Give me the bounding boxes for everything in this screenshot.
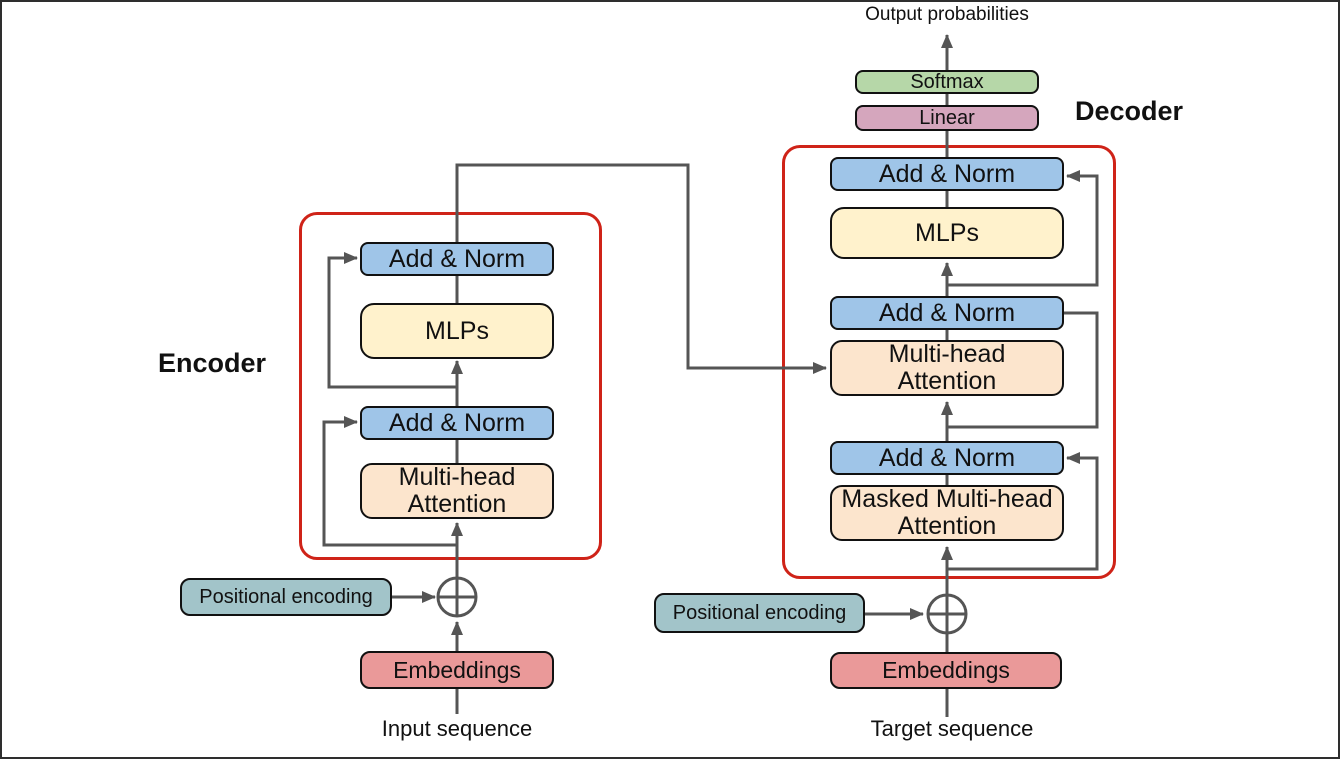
encoder-to-decoder-arrow — [455, 163, 827, 374]
decoder-multi-head-attention-block: Multi-head Attention — [830, 340, 1064, 396]
encoder-residual-bottom-arrow — [322, 416, 457, 547]
encoder-flow-connectors — [322, 163, 827, 714]
encoder-multi-head-attention-block: Multi-head Attention — [360, 463, 554, 519]
softmax-block: Softmax — [855, 70, 1039, 94]
encoder-positional-encoding-block: Positional encoding — [180, 578, 392, 616]
encoder-mlps-block: MLPs — [360, 303, 554, 359]
encoder-residual-top-arrow — [327, 252, 457, 389]
decoder-add-norm-top-block: Add & Norm — [830, 157, 1064, 191]
encoder-add-norm-bottom-block: Add & Norm — [360, 406, 554, 440]
encoder-add-norm-top-block: Add & Norm — [360, 242, 554, 276]
decoder-residual-top-arrow — [947, 170, 1099, 287]
decoder-embeddings-block: Embeddings — [830, 652, 1062, 689]
decoder-residual-middle-line — [947, 311, 1099, 429]
encoder-group-outline — [299, 212, 602, 560]
output-probabilities-label: Output probabilities — [865, 4, 1029, 25]
decoder-masked-multi-head-attention-block: Masked Multi-head Attention — [830, 485, 1064, 541]
encoder-title: Encoder — [157, 348, 267, 378]
decoder-add-norm-middle-block: Add & Norm — [830, 296, 1064, 330]
encoder-plus-circle-icon — [436, 576, 478, 618]
decoder-title: Decoder — [1074, 96, 1184, 126]
encoder-embeddings-block: Embeddings — [360, 651, 554, 689]
encoder-input-sequence-label: Input sequence — [381, 716, 533, 741]
decoder-mlps-block: MLPs — [830, 207, 1064, 259]
decoder-add-norm-bottom-block: Add & Norm — [830, 441, 1064, 475]
linear-block: Linear — [855, 105, 1039, 131]
decoder-residual-bottom-arrow — [947, 452, 1099, 571]
decoder-positional-encoding-block: Positional encoding — [654, 593, 865, 633]
decoder-group-outline — [782, 145, 1116, 579]
decoder-flow-connectors — [865, 34, 1099, 717]
decoder-target-sequence-label: Target sequence — [870, 716, 1034, 741]
decoder-plus-circle-icon — [926, 593, 968, 635]
